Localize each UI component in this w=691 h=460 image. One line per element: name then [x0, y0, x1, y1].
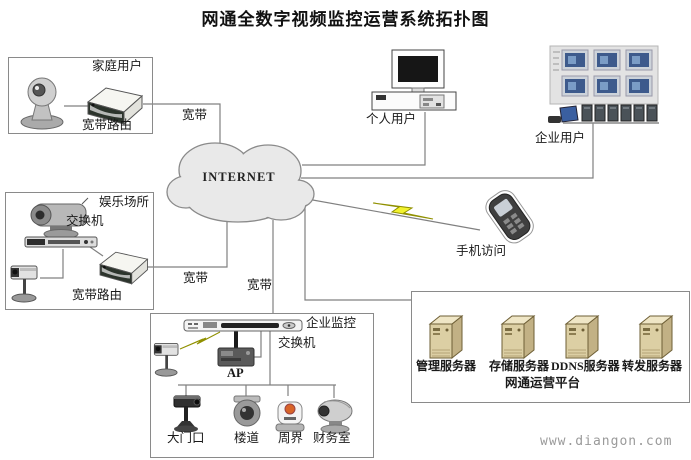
broadband-label-biz: 宽带 [247, 278, 273, 292]
mobile-access-label: 手机访问 [456, 244, 507, 258]
home-webcam-icon [20, 77, 64, 130]
entertainment-ptz-camera-icon [30, 197, 89, 239]
entertainment-box [5, 192, 154, 310]
forward-server-icon [639, 315, 673, 359]
internet-cloud-icon [166, 142, 315, 223]
management-server-icon [429, 315, 463, 359]
server-label-storage: 存储服务器 [489, 359, 550, 373]
platform-box [411, 291, 690, 403]
biz-wireless-camera-icon [153, 343, 179, 377]
biz-switch-label: 交换机 [278, 336, 316, 350]
home-user-label: 家庭用户 [92, 59, 143, 73]
biz-switch-icon [183, 319, 303, 332]
mobile-phone-icon [485, 190, 534, 244]
ap-label: AP [227, 366, 244, 380]
camera-label-gate: 大门口 [167, 431, 205, 445]
enterprise-user-label: 企业用户 [535, 131, 586, 145]
server-label-ddns: DDNS服务器 [551, 359, 620, 373]
entertainment-label: 娱乐场所 [99, 195, 150, 209]
enterprise-monitoring-box [150, 313, 374, 458]
entertainment-box-camera-icon [10, 265, 38, 303]
personal-user-label: 个人用户 [366, 112, 417, 126]
entertainment-switch-icon [24, 236, 98, 248]
server-label-forward: 转发服务器 [622, 359, 683, 373]
biz-monitoring-label: 企业监控 [306, 316, 357, 330]
enterprise-monitor-wall-icon [548, 45, 659, 124]
server-label-management: 管理服务器 [416, 359, 477, 373]
entertainment-router-icon [99, 251, 148, 285]
camera-label-finance: 财务室 [313, 431, 351, 445]
internet-label: INTERNET [202, 170, 276, 184]
corridor-dome-camera-icon [233, 395, 261, 427]
lightning-bolt-mobile-icon [372, 202, 434, 220]
camera-label-corridor: 楼道 [234, 431, 260, 445]
page-title: 网通全数字视频监控运营系统拓扑图 [201, 10, 490, 29]
lightning-bolt-wireless-icon [179, 331, 221, 350]
personal-computer-icon [371, 49, 457, 111]
gate-camera-icon [173, 395, 201, 432]
ddns-server-icon [565, 315, 599, 359]
home-user-box [8, 57, 153, 134]
ap-icon [217, 347, 255, 367]
entertainment-switch-label: 交换机 [66, 214, 104, 228]
camera-label-perimeter: 周界 [278, 431, 304, 445]
home-router-label: 宽带路由 [82, 118, 133, 132]
broadband-label-home: 宽带 [182, 108, 208, 122]
perimeter-camera-icon [275, 401, 305, 432]
entertainment-router-label: 宽带路由 [72, 288, 123, 302]
broadband-label-ent: 宽带 [183, 271, 209, 285]
platform-label: 网通运营平台 [505, 376, 581, 390]
finance-camera-icon [317, 399, 353, 434]
watermark: www.diangon.com [540, 434, 673, 449]
storage-server-icon [501, 315, 535, 359]
